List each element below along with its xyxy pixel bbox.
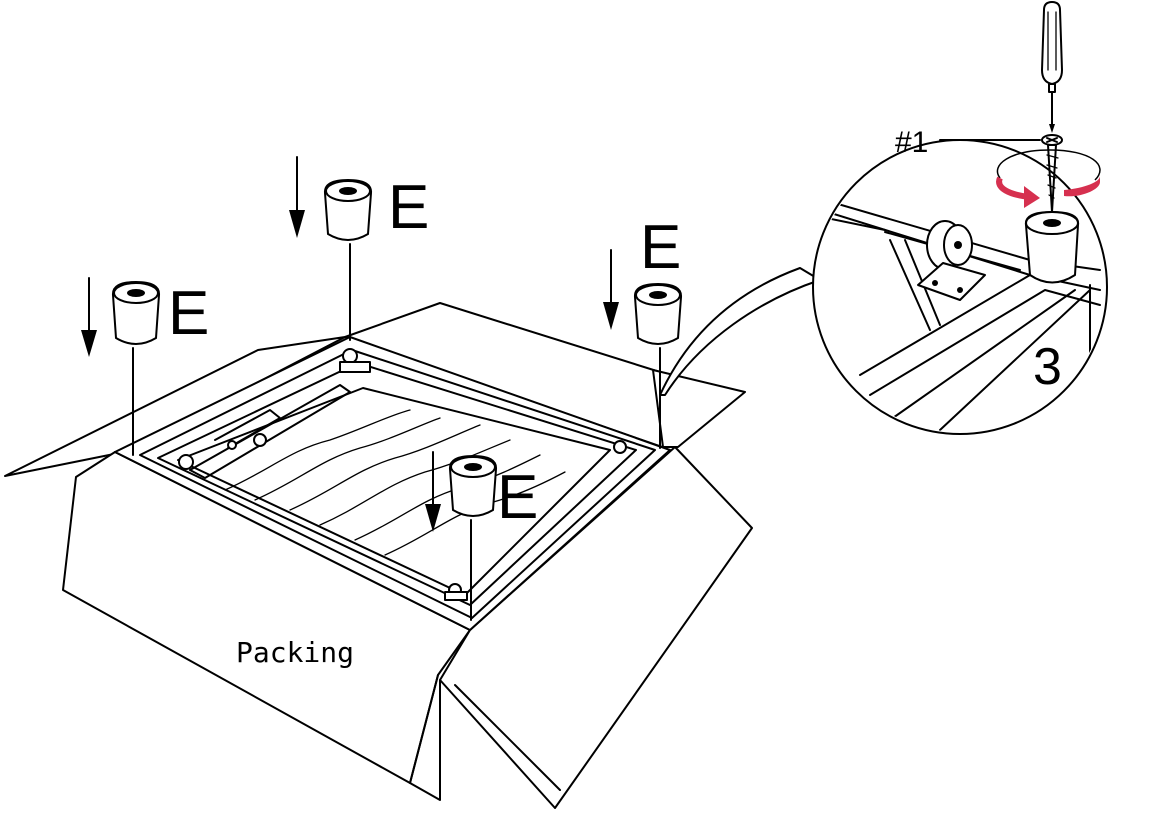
- caster-wheel-icon: [917, 220, 986, 301]
- down-arrow-icon: [289, 210, 305, 238]
- screwdriver-icon: [1041, 1, 1063, 133]
- foot-front: E: [425, 451, 538, 621]
- packing-box: [4, 302, 753, 809]
- foot-label: E: [497, 463, 538, 532]
- foot-label: E: [388, 173, 429, 242]
- down-arrow-icon: [425, 504, 441, 532]
- step-number: 3: [1033, 338, 1062, 396]
- down-arrow-icon: [81, 330, 97, 357]
- foot-back: E: [289, 156, 429, 341]
- foot-right: E: [603, 213, 683, 449]
- caster-wheel-icon: [613, 440, 627, 454]
- box-label: Packing: [236, 636, 354, 669]
- caster-wheel-icon: [178, 454, 194, 470]
- down-arrow-icon: [603, 302, 619, 330]
- rotation-arrow-icon: [996, 149, 1101, 208]
- caster-wheel-icon: [444, 583, 468, 601]
- foot-left: E: [81, 277, 209, 456]
- base-frame: [114, 336, 671, 631]
- detail-callout: 3 #1: [659, 1, 1108, 435]
- caster-wheel-icon: [339, 348, 371, 373]
- part-label: #1: [895, 126, 928, 159]
- screw-icon: [1041, 134, 1063, 213]
- foot-label: E: [168, 279, 209, 348]
- foot-label: E: [640, 213, 681, 282]
